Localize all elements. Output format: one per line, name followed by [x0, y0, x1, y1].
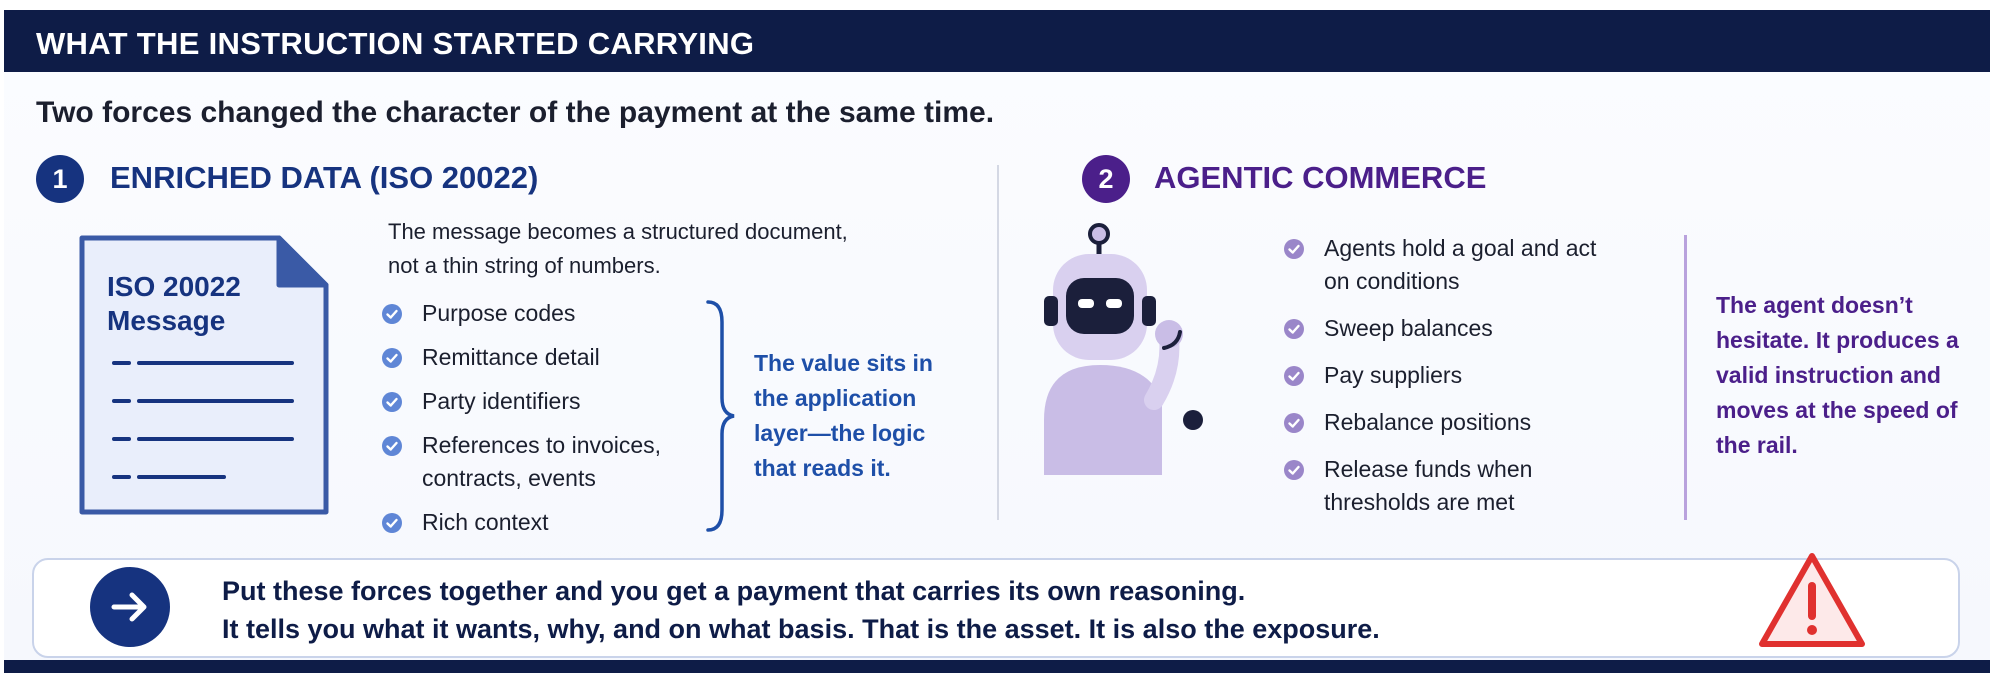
callout-line-2: It tells you what it wants, why, and on … — [222, 614, 1380, 644]
footer-bar — [4, 660, 1990, 673]
check-circle-icon — [1284, 319, 1304, 339]
list-item: Release funds when thresholds are met — [1284, 453, 1624, 519]
arrow-right-glyph — [111, 592, 147, 622]
list-item: Pay suppliers — [1284, 359, 1624, 392]
header-bar: WHAT THE INSTRUCTION STARTED CARRYING — [4, 10, 1990, 72]
section-divider — [997, 165, 999, 520]
panel-subtitle: Two forces changed the character of the … — [36, 96, 995, 129]
check-circle-icon — [1284, 239, 1304, 259]
list-item: Remittance detail — [382, 341, 752, 374]
section-1-intro: The message becomes a structured documen… — [388, 219, 848, 278]
section-2-title: AGENTIC COMMERCE — [1154, 160, 1487, 195]
section-2-note-divider — [1684, 235, 1687, 520]
list-item-label: Sweep balances — [1324, 315, 1493, 341]
section-1-feature-list: Purpose codes Remittance detail Party id… — [382, 297, 752, 550]
list-item-label: Remittance detail — [422, 344, 600, 370]
callout-line-1: Put these forces together and you get a … — [222, 576, 1246, 606]
robot-agent-icon — [1044, 223, 1203, 475]
section-2-number-badge: 2 — [1082, 155, 1130, 203]
document-label-line1: ISO 20022 — [107, 271, 241, 302]
list-item-label: Purpose codes — [422, 300, 576, 326]
list-item-label: Party identifiers — [422, 388, 581, 414]
check-circle-icon — [382, 392, 402, 412]
list-item: Rebalance positions — [1284, 406, 1624, 439]
check-circle-icon — [382, 436, 402, 456]
section-2-note: The agent doesn’t hesitate. It produces … — [1716, 292, 1959, 458]
check-circle-icon — [1284, 413, 1304, 433]
list-item: Sweep balances — [1284, 312, 1624, 345]
check-circle-icon — [1284, 366, 1304, 386]
section-2-feature-list: Agents hold a goal and act on conditions… — [1284, 232, 1624, 533]
list-item-label: Agents hold a goal and act on conditions — [1324, 235, 1597, 294]
summary-callout — [32, 558, 1960, 658]
section-1-number-badge: 1 — [36, 155, 84, 203]
list-item: Agents hold a goal and act on conditions — [1284, 232, 1624, 298]
list-item: Party identifiers — [382, 385, 752, 418]
callout-text: Put these forces together and you get a … — [222, 572, 1380, 648]
document-label: ISO 20022 Message — [107, 270, 241, 338]
list-item: Purpose codes — [382, 297, 752, 330]
list-item-label: Rich context — [422, 509, 549, 535]
infographic-panel: WHAT THE INSTRUCTION STARTED CARRYING Tw… — [4, 10, 1990, 673]
list-item-label: Release funds when thresholds are met — [1324, 456, 1533, 515]
list-item-label: Rebalance positions — [1324, 409, 1532, 435]
warning-triangle-icon — [1759, 553, 1865, 647]
list-item: Rich context — [382, 506, 752, 539]
curly-brace-icon — [706, 300, 735, 532]
document-label-line2: Message — [107, 305, 226, 336]
arrow-right-icon — [90, 567, 170, 647]
check-circle-icon — [382, 348, 402, 368]
header-title: WHAT THE INSTRUCTION STARTED CARRYING — [36, 26, 755, 61]
list-item: References to invoices, contracts, event… — [382, 429, 752, 495]
check-circle-icon — [382, 513, 402, 533]
list-item-label: Pay suppliers — [1324, 362, 1463, 388]
section-1-brace-note: The value sits in the application layer—… — [754, 350, 933, 481]
list-item-label: References to invoices, contracts, event… — [422, 432, 662, 491]
check-circle-icon — [1284, 460, 1304, 480]
check-circle-icon — [382, 304, 402, 324]
section-1-title: ENRICHED DATA (ISO 20022) — [110, 160, 539, 195]
document-icon — [79, 235, 329, 515]
